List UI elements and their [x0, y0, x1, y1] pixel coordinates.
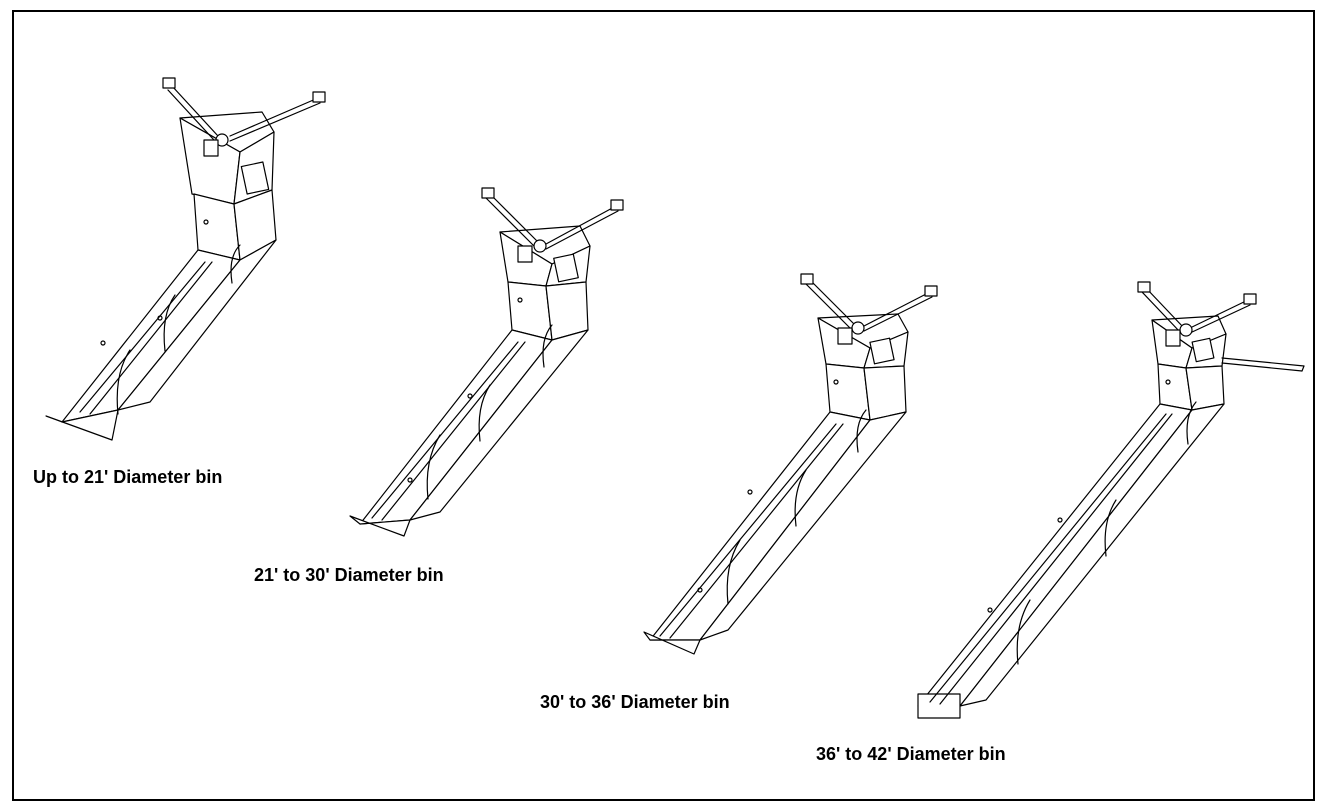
- caption-36-to-42: 36' to 42' Diameter bin: [816, 744, 1006, 764]
- spreader-30-to-36: [643, 273, 938, 655]
- caption-21-to-30: 21' to 30' Diameter bin: [254, 565, 444, 585]
- caption-30-to-36: 30' to 36' Diameter bin: [540, 692, 730, 712]
- caption-up-to-21: Up to 21' Diameter bin: [33, 467, 223, 487]
- spreader-21-to-30: [349, 187, 624, 537]
- spreader-36-to-42: [917, 281, 1305, 719]
- spreader-up-to-21: [45, 77, 326, 441]
